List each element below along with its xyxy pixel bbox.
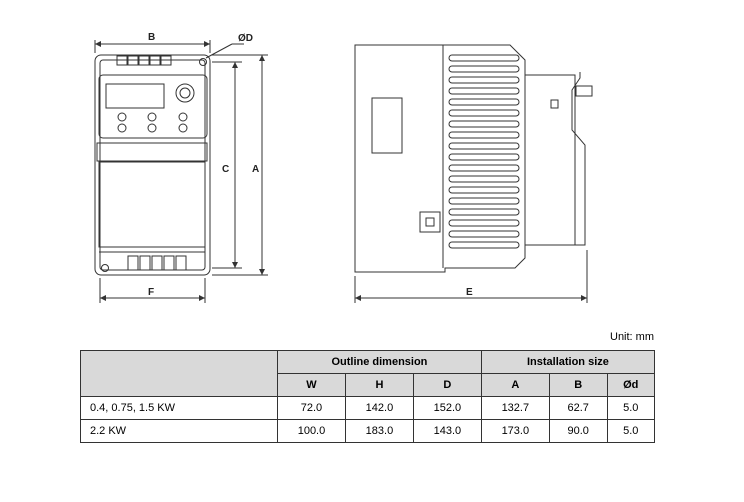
installation-size-header: Installation size [480,350,656,374]
col-d: D [412,373,482,397]
value-cell: 183.0 [344,419,414,443]
table-row: 0.4, 0.75, 1.5 KW 72.0 142.0 152.0 132.7… [80,396,656,420]
label-a: A [252,164,259,175]
keypad-buttons [117,112,188,133]
label-od: ØD [238,33,253,44]
side-body [354,44,526,273]
col-w: W [277,373,346,397]
value-cell: 142.0 [344,396,414,420]
col-b: B [548,373,608,397]
model-cell: 0.4, 0.75, 1.5 KW [80,396,278,420]
dial [175,83,195,103]
mount-hole-bottom [101,264,109,272]
label-b: B [148,32,155,43]
mount-hole-top [199,58,207,66]
value-cell: 152.0 [412,396,482,420]
col-od: Ød [606,373,656,397]
dimension-table: Outline dimension Installation size W H … [80,350,656,443]
value-cell: 72.0 [277,396,346,420]
value-cell: 100.0 [277,419,346,443]
model-header-cell [80,350,278,397]
vent-slots [448,54,520,249]
label-c: C [222,164,229,175]
group-header-row: Outline dimension Installation size [80,350,656,397]
value-cell: 5.0 [606,396,656,420]
side-window [371,97,403,154]
value-cell: 90.0 [548,419,608,443]
model-cell: 2.2 KW [80,419,278,443]
column-header-row: W H D A B Ød [81,373,656,397]
col-h: H [344,373,414,397]
dimension-drawing: B ØD C A F E [94,32,593,303]
label-f: F [148,287,154,298]
label-e: E [466,287,473,298]
value-cell: 173.0 [480,419,550,443]
col-a: A [480,373,550,397]
value-cell: 143.0 [412,419,482,443]
keypad-panel [98,74,208,139]
unit-note: Unit: mm [610,331,654,343]
outline-dimension-header: Outline dimension [277,350,482,374]
table-row: 2.2 KW 100.0 183.0 143.0 173.0 90.0 5.0 [80,419,656,443]
value-cell: 5.0 [606,419,656,443]
value-cell: 62.7 [548,396,608,420]
front-body [94,54,211,276]
display [105,83,165,109]
value-cell: 132.7 [480,396,550,420]
